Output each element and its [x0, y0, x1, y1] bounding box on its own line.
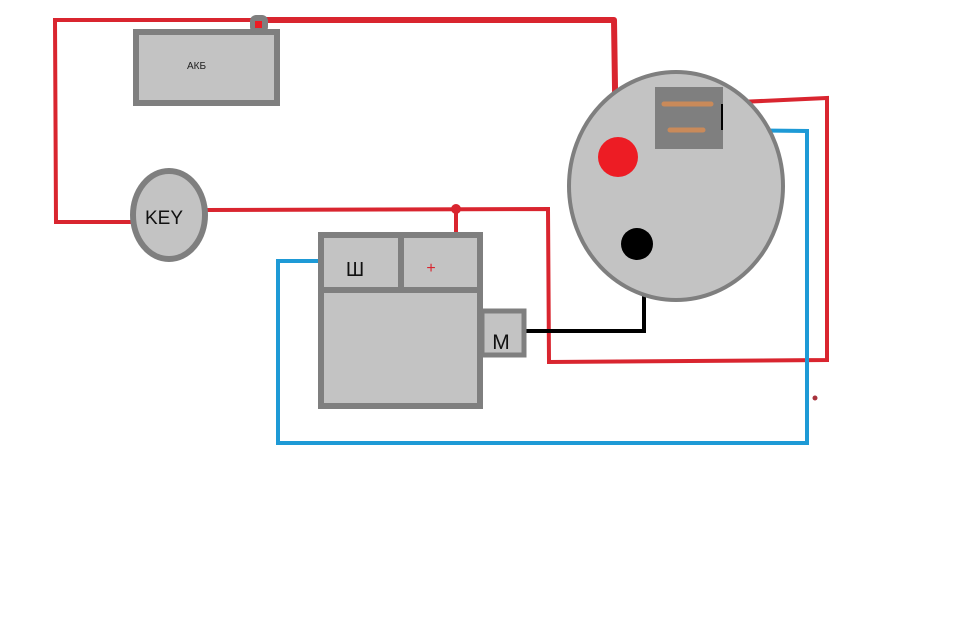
battery-label: АКБ: [187, 61, 206, 72]
battery: АКБ: [133, 15, 280, 106]
alternator-positive-terminal: [598, 137, 638, 177]
regulator-ground-terminal-label: М: [492, 331, 510, 354]
alternator: [567, 70, 785, 302]
ignition-key-label: KEY: [145, 208, 183, 229]
regulator-ground-terminal: [479, 308, 527, 358]
ignition-key-body: [130, 168, 208, 262]
stray-dot: [812, 395, 818, 401]
regulator-plus-terminal-label: +: [426, 260, 435, 277]
wire-red-key-to-regulator: [206, 95, 829, 365]
regulator-field-terminal-label: Ш: [346, 259, 364, 281]
wire-blue-relay-to-field: [276, 128, 809, 445]
wire-red-battery-to-alternator: [258, 17, 619, 156]
ignition-key: KEY: [130, 168, 208, 262]
wire-red-battery-to-key: [52, 18, 258, 224]
battery-body: [133, 29, 280, 106]
voltage-regulator: Ш + М: [318, 232, 527, 409]
wire-junction-red: [451, 204, 461, 214]
alternator-relay-block: [655, 87, 723, 149]
battery-terminal-post: [255, 21, 262, 28]
alternator-ground-terminal: [621, 228, 653, 260]
